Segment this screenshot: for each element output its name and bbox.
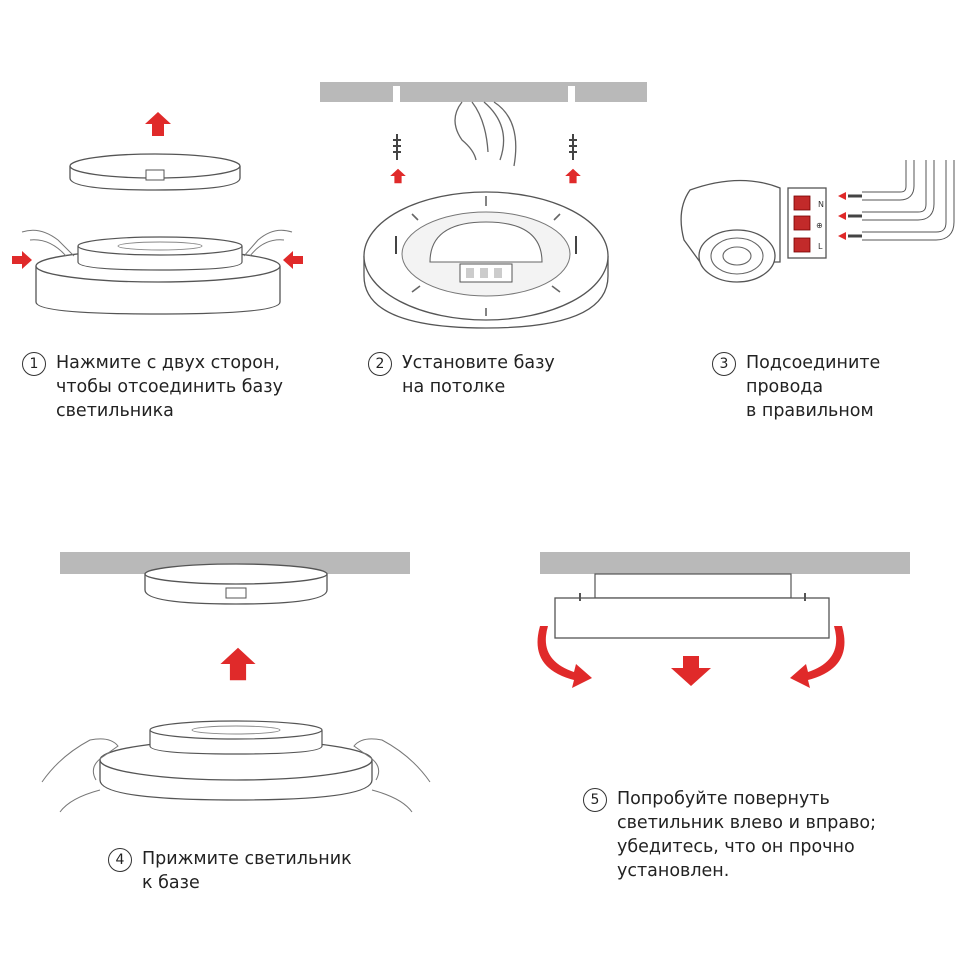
left-arrow-icon — [838, 232, 846, 240]
left-arrow-icon — [283, 251, 303, 269]
up-arrow-icon — [220, 647, 256, 681]
step-number: 3 — [712, 352, 736, 376]
step-text: Нажмите с двух сторон, чтобы отсоединить… — [56, 353, 283, 421]
up-arrow-icon — [565, 168, 581, 184]
step-1-caption: 1 Нажмите с двух сторон, чтобы отсоедини… — [22, 351, 283, 423]
step5-illustration — [537, 552, 910, 688]
terminal-label: L — [818, 242, 823, 251]
step-number: 5 — [583, 788, 607, 812]
step-number: 2 — [368, 352, 392, 376]
step-text: Попробуйте повернуть светильник влево и … — [617, 789, 877, 881]
step-number: 1 — [22, 352, 46, 376]
up-arrow-icon — [390, 168, 406, 184]
up-arrow-icon — [145, 112, 171, 136]
step-number: 4 — [108, 848, 132, 872]
left-arrow-icon — [838, 212, 846, 220]
ceiling — [60, 552, 410, 574]
step-3-caption: 3 Подсоедините провода в правильном — [712, 351, 880, 423]
left-arrow-icon — [838, 192, 846, 200]
rotate-left-arrow-icon — [537, 626, 592, 688]
step3-illustration: N ⊕ L — [680, 160, 955, 283]
step4-illustration — [41, 552, 431, 813]
step-text: Прижмите светильник к базе — [142, 849, 352, 893]
right-arrow-icon — [12, 251, 32, 269]
step-text: Установите базу на потолке — [402, 353, 555, 397]
step-2-caption: 2 Установите базу на потолке — [368, 351, 555, 399]
step2-illustration — [320, 82, 647, 329]
ceiling — [320, 82, 647, 102]
terminal-label: N — [818, 200, 824, 209]
step-5-caption: 5 Попробуйте повернуть светильник влево … — [583, 787, 876, 883]
step1-illustration — [12, 112, 303, 315]
terminal-label: ⊕ — [816, 221, 823, 230]
step-text: Подсоедините провода в правильном — [746, 353, 881, 421]
rotate-right-arrow-icon — [790, 626, 845, 688]
down-arrow-icon — [671, 656, 711, 686]
ceiling — [540, 552, 910, 574]
step-4-caption: 4 Прижмите светильник к базе — [108, 847, 352, 895]
